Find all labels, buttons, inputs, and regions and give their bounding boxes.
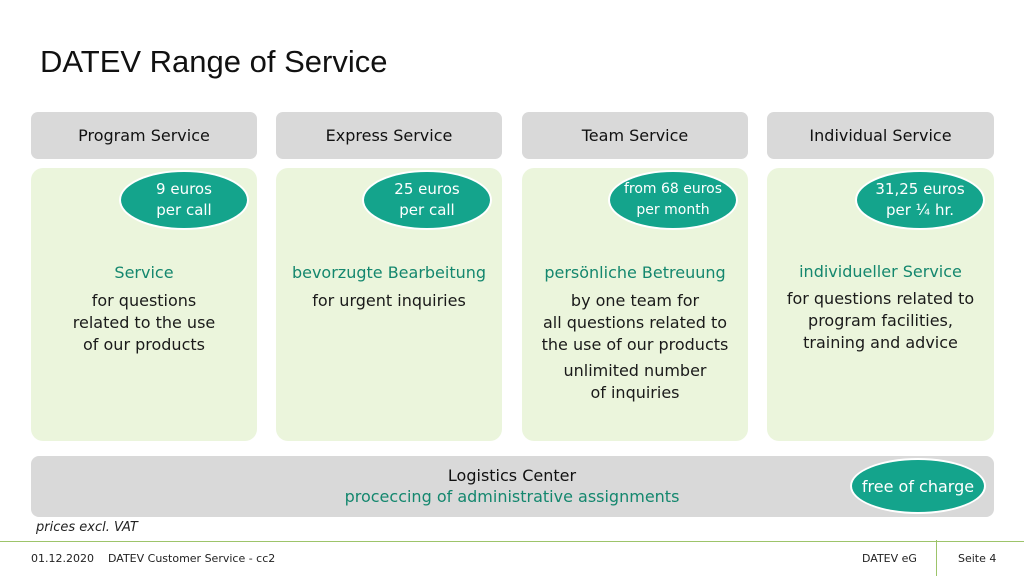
footer-page-number: Seite 4 — [958, 552, 997, 565]
price-badge-express-service: 25 euros per call — [362, 170, 492, 230]
footer-divider — [0, 541, 1024, 542]
footer-label: DATEV Customer Service - cc2 — [108, 552, 276, 565]
service-name: bevorzugte Bearbeitung — [291, 263, 487, 282]
logistics-title: Logistics Center — [447, 466, 577, 485]
badge-line: 31,25 euros — [875, 180, 965, 198]
header-express-service: Express Service — [276, 112, 502, 159]
free-of-charge-badge: free of charge — [850, 458, 986, 514]
footer-separator — [936, 540, 937, 576]
description-line: training and advice — [803, 333, 958, 352]
badge-line: per call — [156, 201, 212, 219]
service-name: individueller Service — [799, 262, 962, 281]
badge-line: from 68 euros — [623, 181, 723, 197]
header-team-service: Team Service — [522, 112, 748, 159]
description-line: for questions related to — [786, 289, 975, 308]
description-line: related to the use — [72, 313, 216, 332]
description-line: for questions — [91, 291, 197, 310]
footer-date: 01.12.2020 — [31, 552, 94, 565]
badge-line: per call — [399, 201, 455, 219]
price-badge-program-service: 9 euros per call — [119, 170, 249, 230]
service-description: for urgent inquiries — [276, 290, 502, 312]
service-description: for questions related to program facilit… — [767, 288, 994, 354]
description-line: of inquiries — [590, 383, 680, 402]
vat-note: prices excl. VAT — [36, 520, 138, 535]
description-line: of our products — [83, 335, 205, 354]
service-extra: unlimited number of inquiries — [522, 360, 748, 404]
footer-brand: DATEV eG — [862, 552, 917, 565]
description-line: unlimited number — [563, 361, 707, 380]
badge-line: 9 euros — [156, 180, 212, 198]
description-line: for urgent inquiries — [312, 291, 466, 310]
price-badge-team-service: from 68 euros per month — [608, 170, 738, 230]
badge-line: 25 euros — [394, 180, 460, 198]
service-description: by one team for all questions related to… — [522, 290, 748, 356]
service-name: persönliche Betreuung — [544, 263, 726, 282]
badge-line: per ¼ hr. — [885, 201, 955, 219]
badge-line: per month — [636, 202, 710, 218]
service-description: for questions related to the use of our … — [31, 290, 257, 356]
service-name: Service — [114, 263, 174, 282]
description-line: by one team for — [570, 291, 700, 310]
description-line: program facilities, — [808, 311, 953, 330]
price-badge-individual-service: 31,25 euros per ¼ hr. — [855, 170, 985, 230]
description-line: the use of our products — [541, 335, 729, 354]
logistics-subtitle: proceccing of administrative assignments — [344, 487, 680, 506]
page-title: DATEV Range of Service — [40, 44, 388, 79]
description-line: all questions related to — [542, 313, 728, 332]
logistics-bar — [31, 456, 994, 517]
header-individual-service: Individual Service — [767, 112, 994, 159]
header-program-service: Program Service — [31, 112, 257, 159]
